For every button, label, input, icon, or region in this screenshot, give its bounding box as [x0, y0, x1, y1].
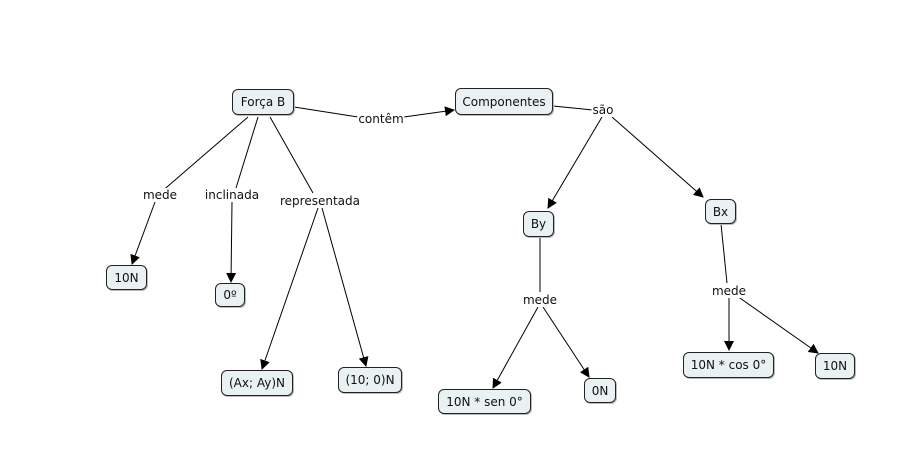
link-label-sao: são	[591, 103, 615, 117]
link-label-by-mede: mede	[521, 293, 559, 307]
link-label-inclinada: inclinada	[203, 188, 261, 202]
link-label-bx-mede: mede	[710, 284, 748, 298]
concept-bx-formula[interactable]: 10N * cos 0°	[683, 352, 774, 378]
concept-forca-b[interactable]: Força B	[232, 89, 294, 115]
concept-angle[interactable]: 0º	[215, 283, 245, 307]
concept-componentes[interactable]: Componentes	[455, 88, 553, 115]
concept-vector-value[interactable]: (10; 0)N	[338, 367, 402, 393]
concept-by-formula[interactable]: 10N * sen 0°	[438, 389, 531, 414]
concept-vector-form[interactable]: (Ax; Ay)N	[221, 370, 293, 396]
link-label-mede: mede	[141, 188, 179, 202]
concept-magnitude[interactable]: 10N	[106, 265, 147, 290]
link-label-representada: representada	[279, 194, 361, 208]
concept-by-value[interactable]: 0N	[584, 378, 616, 403]
link-label-contem: contêm	[357, 112, 405, 126]
concept-bx-value[interactable]: 10N	[815, 353, 855, 379]
concept-by[interactable]: By	[523, 211, 554, 237]
concept-bx[interactable]: Bx	[705, 199, 736, 224]
